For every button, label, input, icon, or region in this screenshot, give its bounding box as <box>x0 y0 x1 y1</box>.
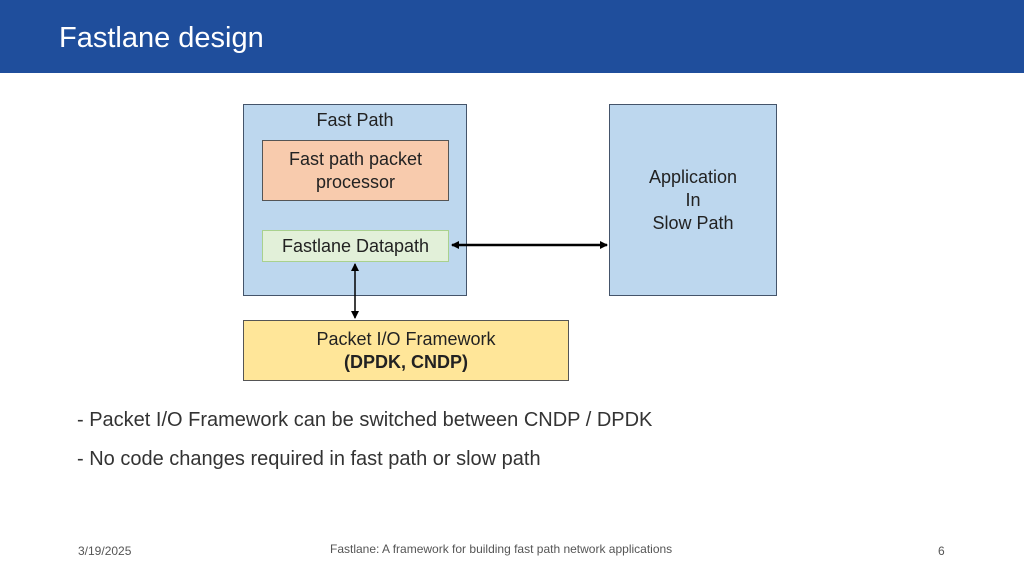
packet-io-framework-box: Packet I/O Framework (DPDK, CNDP) <box>243 320 569 381</box>
processor-label-line-1: Fast path packet <box>288 148 423 169</box>
application-slow-path-box: Application In Slow Path <box>609 104 777 296</box>
processor-label-line-2: processor <box>315 171 395 192</box>
footer-caption: Fastlane: A framework for building fast … <box>330 542 673 556</box>
title-bar: Fastlane design <box>0 0 1024 73</box>
page-number: 6 <box>938 544 945 558</box>
app-label-line-1: Application <box>648 166 738 187</box>
fast-path-label: Fast Path <box>316 110 394 130</box>
io-label-line-1: Packet I/O Framework <box>316 328 496 349</box>
bullet-item-2: - No code changes required in fast path … <box>77 448 541 470</box>
datapath-label: Fastlane Datapath <box>281 235 430 256</box>
fast-path-packet-processor-box: Fast path packet processor <box>262 140 449 201</box>
app-label-line-2: In <box>685 189 701 210</box>
footer-date: 3/19/2025 <box>78 544 132 558</box>
slide-title: Fastlane design <box>59 22 264 54</box>
app-label-line-3: Slow Path <box>652 212 734 233</box>
bullet-item-1: - Packet I/O Framework can be switched b… <box>77 409 653 431</box>
fastlane-datapath-box: Fastlane Datapath <box>262 230 449 262</box>
io-label-line-2: (DPDK, CNDP) <box>344 351 468 372</box>
